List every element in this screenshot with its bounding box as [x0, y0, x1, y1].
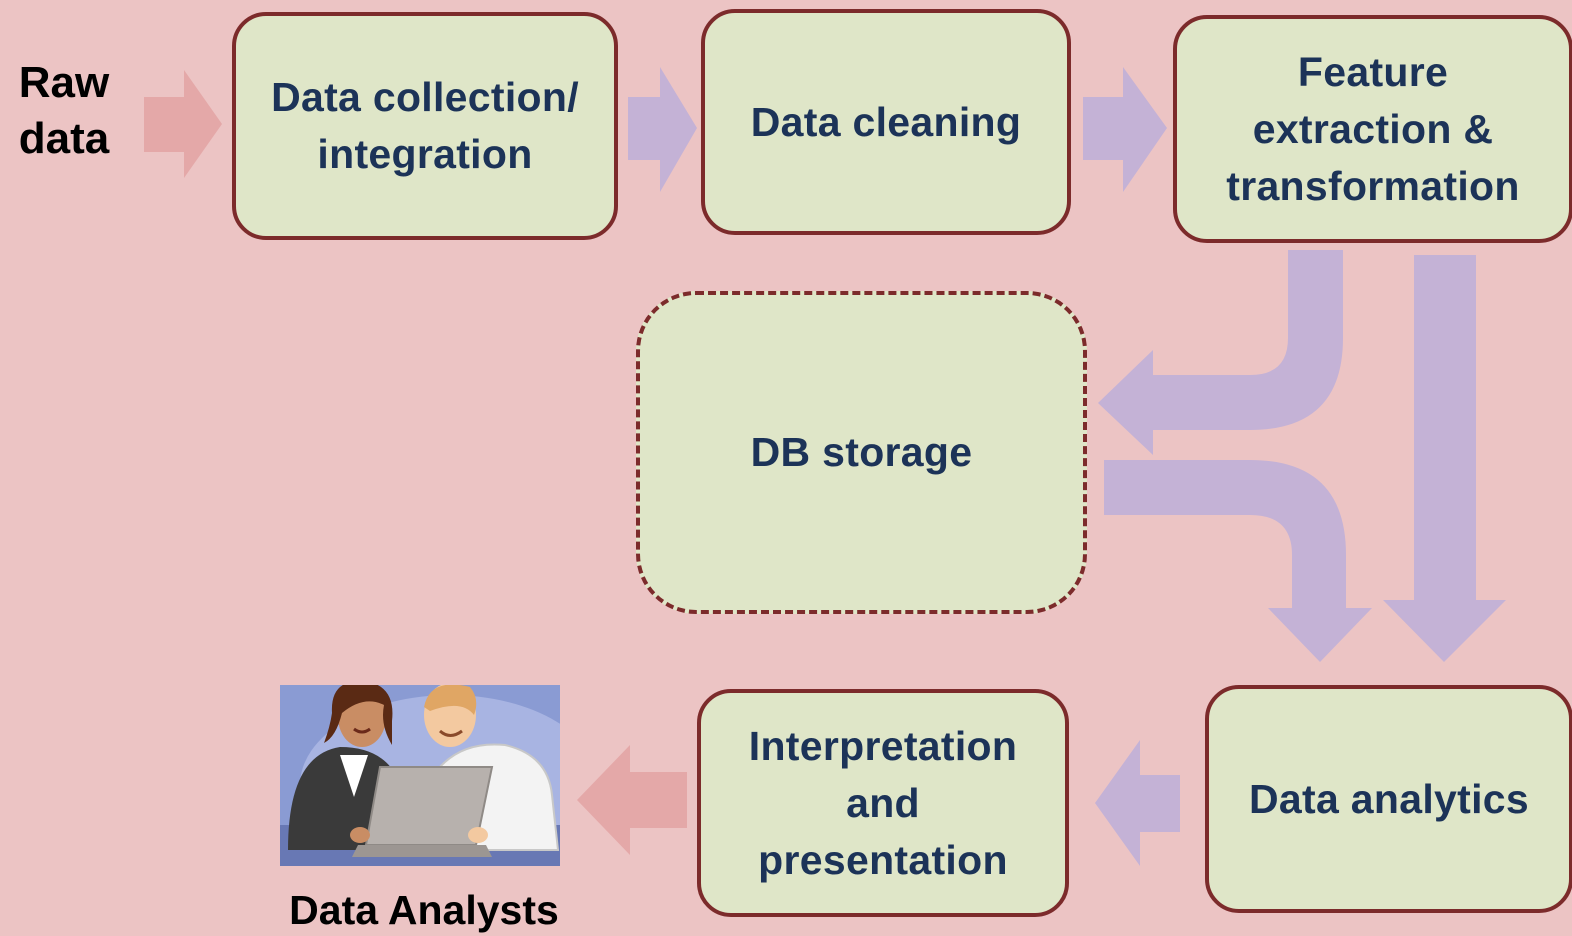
data-analysts-label: Data Analysts: [289, 887, 559, 933]
step-label: Interpretation and presentation: [748, 722, 1018, 883]
arrow-interpretation-to-analysts: [577, 745, 687, 855]
step-interpretation: Interpretation and presentation: [697, 689, 1069, 917]
arrow-raw-to-collection: [144, 70, 222, 178]
step-db-storage: DB storage: [636, 291, 1087, 614]
step-data-cleaning: Data cleaning: [701, 9, 1071, 235]
arrow-storage-to-analytics: [1104, 460, 1372, 662]
step-label: Data cleaning: [750, 98, 1022, 145]
arrow-cleaning-to-feature: [1083, 67, 1167, 192]
step-label: Feature extraction & transformation: [1226, 48, 1520, 209]
arrow-analytics-to-interpretation: [1095, 740, 1180, 866]
step-data-analytics: Data analytics: [1205, 685, 1572, 913]
step-label: Data analytics: [1249, 775, 1529, 822]
arrow-feature-to-analytics: [1383, 255, 1506, 662]
arrow-collection-to-cleaning: [628, 67, 697, 192]
step-data-collection: Data collection/ integration: [232, 12, 618, 240]
step-feature-extraction: Feature extraction & transformation: [1173, 15, 1572, 243]
raw-data-label: Raw data: [18, 58, 110, 163]
step-label: DB storage: [750, 429, 973, 475]
arrow-feature-to-storage: [1098, 250, 1343, 455]
analysts-picture: [280, 685, 560, 866]
step-label: Data collection/ integration: [271, 74, 579, 177]
